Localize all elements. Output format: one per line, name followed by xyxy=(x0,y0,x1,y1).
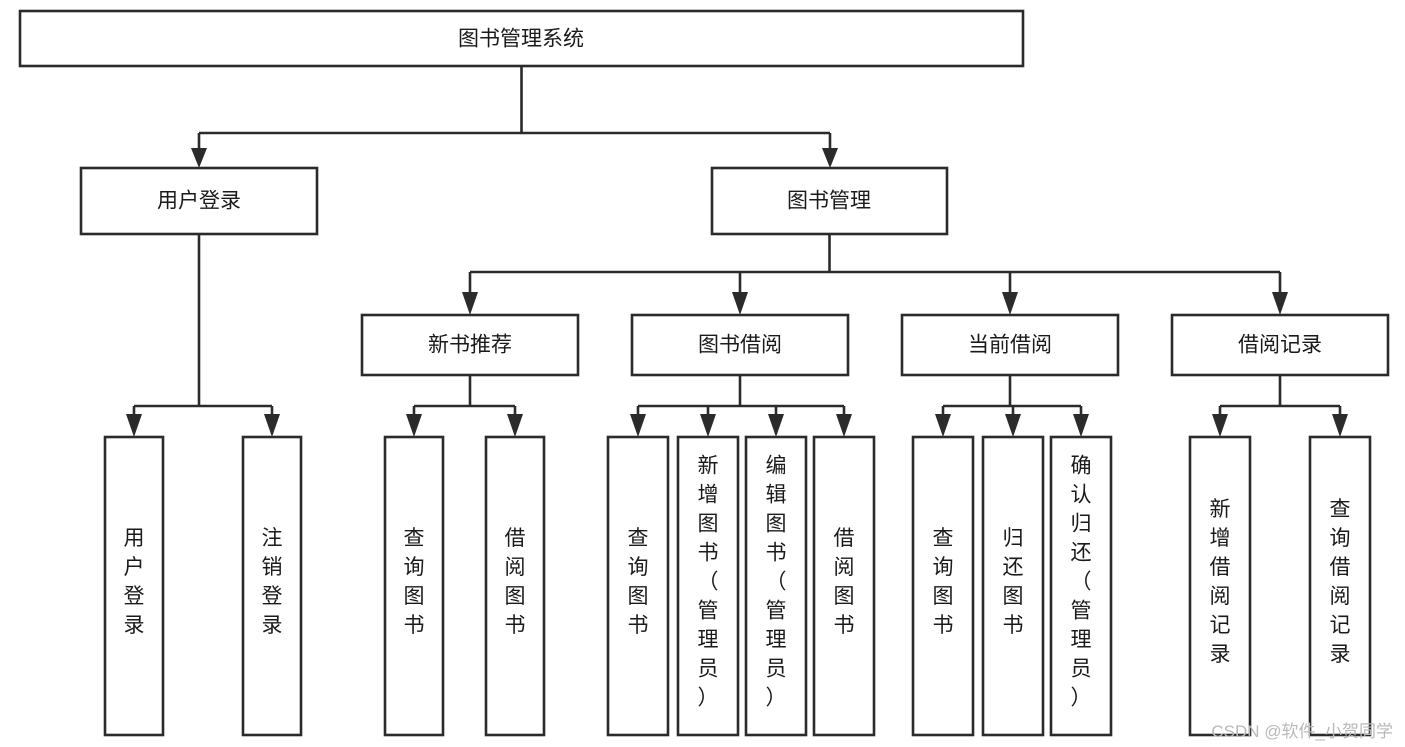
node-user-login-label: 用户登录 xyxy=(157,190,241,213)
arrow-to-leaf-query-record xyxy=(1332,414,1348,437)
node-book-borrow-box[interactable] xyxy=(630,313,850,377)
node-root-box[interactable] xyxy=(18,9,1025,68)
node-leaf-add-record-label: 新增借阅记录 xyxy=(1210,498,1231,666)
node-root[interactable]: 图书管理系统 xyxy=(18,9,1025,68)
node-leaf-query-book-2[interactable] xyxy=(606,435,670,737)
arrow-to-current-borrow xyxy=(1002,292,1018,315)
node-leaf-query-record-box[interactable] xyxy=(1308,435,1372,737)
node-new-book-recommend-label: 新书推荐 xyxy=(428,334,512,357)
node-current-borrow[interactable]: 当前借阅 xyxy=(900,313,1120,377)
node-leaf-user-login-label: 用户登录 xyxy=(124,527,145,637)
node-leaf-borrow-book-2-box[interactable] xyxy=(812,435,876,737)
arrow-to-borrow-records xyxy=(1272,292,1288,315)
node-leaf-user-login[interactable] xyxy=(103,435,165,737)
node-leaf-user-logout[interactable] xyxy=(241,435,303,737)
node-user-login[interactable]: 用户登录 xyxy=(79,166,319,236)
node-leaf-query-book-1-label: 查询图书 xyxy=(404,527,425,637)
arrow-to-leaf-borrow-book-2 xyxy=(836,414,852,437)
leaf-labels-layer: 用户登录 注销登录 查询图书 借阅图书 查询图书 新增图书（管理员） 编辑图书（管理员） 借阅… xyxy=(124,455,1351,710)
node-leaf-query-book-2-box[interactable] xyxy=(606,435,670,737)
node-book-management-label: 图书管理 xyxy=(787,190,871,213)
node-leaf-query-book-2-label: 查询图书 xyxy=(628,527,649,637)
node-current-borrow-label: 当前借阅 xyxy=(968,334,1052,357)
node-leaf-query-book-3-box[interactable] xyxy=(911,435,975,737)
csdn-watermark: CSDN @软件_小贺同学 xyxy=(1211,722,1393,741)
node-new-book-recommend[interactable]: 新书推荐 xyxy=(360,313,580,377)
node-book-management-box[interactable] xyxy=(710,166,949,236)
arrow-to-leaf-user-logout xyxy=(264,414,280,437)
node-leaf-user-logout-box[interactable] xyxy=(241,435,303,737)
node-borrow-records-label: 借阅记录 xyxy=(1238,334,1322,357)
node-leaf-return-book[interactable] xyxy=(981,435,1045,737)
node-leaf-edit-book-label: 编辑图书（管理员） xyxy=(766,455,787,710)
node-leaf-query-record-label: 查询借阅记录 xyxy=(1330,498,1351,666)
node-leaf-query-book-1-box[interactable] xyxy=(383,435,445,737)
node-borrow-records-box[interactable] xyxy=(1170,313,1390,377)
node-borrow-records[interactable]: 借阅记录 xyxy=(1170,313,1390,377)
arrow-to-leaf-borrow-book-1 xyxy=(507,414,523,437)
arrow-to-leaf-query-book-3 xyxy=(935,414,951,437)
arrow-to-book-management xyxy=(822,148,838,168)
arrow-to-new-book-recommend xyxy=(462,292,478,315)
arrow-to-leaf-edit-book xyxy=(768,414,784,437)
arrow-to-leaf-user-login xyxy=(126,414,142,437)
arrow-to-leaf-return-book xyxy=(1005,414,1021,437)
node-leaf-query-record[interactable] xyxy=(1308,435,1372,737)
arrow-to-user-login xyxy=(191,148,207,168)
node-leaf-user-login-box[interactable] xyxy=(103,435,165,737)
node-user-login-box[interactable] xyxy=(79,166,319,236)
node-leaf-borrow-book-2[interactable] xyxy=(812,435,876,737)
connectors-layer xyxy=(126,66,1348,437)
node-leaf-borrow-book-1[interactable] xyxy=(484,435,546,737)
arrow-to-leaf-query-book-2 xyxy=(630,414,646,437)
node-book-management[interactable]: 图书管理 xyxy=(710,166,949,236)
node-leaf-return-book-label: 归还图书 xyxy=(1003,527,1024,637)
node-leaf-edit-book-box[interactable] xyxy=(744,435,808,737)
node-leaf-confirm-return[interactable] xyxy=(1049,435,1113,737)
node-leaf-borrow-book-2-label: 借阅图书 xyxy=(834,527,855,637)
node-leaf-user-logout-label: 注销登录 xyxy=(262,527,283,637)
node-book-borrow-label: 图书借阅 xyxy=(698,334,782,357)
node-leaf-borrow-book-1-label: 借阅图书 xyxy=(505,527,526,637)
arrow-to-leaf-add-record xyxy=(1212,414,1228,437)
node-leaf-confirm-return-box[interactable] xyxy=(1049,435,1113,737)
node-leaf-add-record-box[interactable] xyxy=(1188,435,1252,737)
node-new-book-recommend-box[interactable] xyxy=(360,313,580,377)
node-current-borrow-box[interactable] xyxy=(900,313,1120,377)
node-leaf-return-book-box[interactable] xyxy=(981,435,1045,737)
arrow-to-book-borrow xyxy=(732,292,748,315)
node-leaf-add-book[interactable] xyxy=(676,435,740,737)
arrow-to-leaf-add-book xyxy=(700,414,716,437)
node-leaf-query-book-3-label: 查询图书 xyxy=(933,527,954,637)
node-leaf-query-book-3[interactable] xyxy=(911,435,975,737)
node-leaf-add-book-box[interactable] xyxy=(676,435,740,737)
node-leaf-add-record[interactable] xyxy=(1188,435,1252,737)
node-leaf-edit-book[interactable] xyxy=(744,435,808,737)
node-leaf-add-book-label: 新增图书（管理员） xyxy=(698,455,719,710)
node-leaf-confirm-return-label: 确认归还（管理员） xyxy=(1071,455,1092,710)
node-book-borrow[interactable]: 图书借阅 xyxy=(630,313,850,377)
arrow-to-leaf-confirm-return xyxy=(1073,414,1089,437)
leaf-nodes-layer: 用户登录 注销登录 查询图书 借阅图书 查询图书 新增图书（管理员） 编辑图书（管理员） 借阅… xyxy=(103,435,1372,737)
node-leaf-borrow-book-1-box[interactable] xyxy=(484,435,546,737)
node-root-label: 图书管理系统 xyxy=(458,28,584,51)
arrow-to-leaf-query-book-1 xyxy=(406,414,422,437)
node-leaf-query-book-1[interactable] xyxy=(383,435,445,737)
